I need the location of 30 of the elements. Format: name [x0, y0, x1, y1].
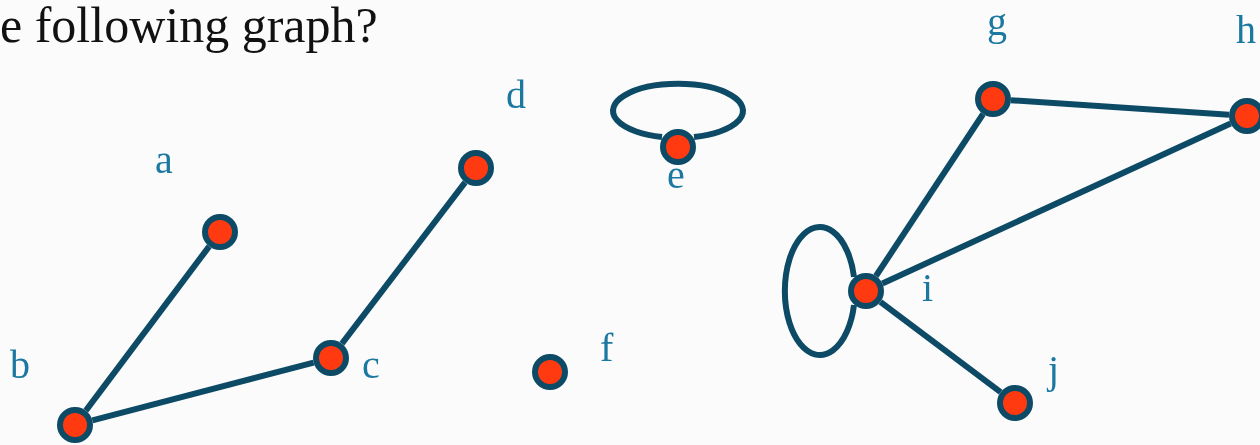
vertex-label: i: [922, 268, 934, 308]
vertex-dot: [997, 385, 1033, 421]
vertex-label: h: [1236, 10, 1256, 50]
vertex-label: f: [600, 328, 614, 368]
self-loop-edge: [610, 80, 746, 140]
vertex-dot: [458, 150, 494, 186]
title: e following graph?: [0, 0, 378, 54]
graph-edge: [881, 120, 1232, 287]
graph-edge: [83, 244, 212, 413]
vertex-label: a: [155, 140, 173, 180]
graph-edge: [91, 359, 315, 424]
vertex-label: j: [1048, 350, 1060, 390]
vertex-dot: [202, 214, 238, 250]
graph-edge: [1010, 97, 1230, 118]
self-loop-edge: [781, 224, 857, 358]
vertex-dot: [660, 129, 696, 165]
vertex-dot: [57, 407, 93, 443]
vertex-dot: [1229, 98, 1260, 134]
vertex-label: b: [10, 345, 30, 385]
graph-edge: [339, 180, 468, 346]
vertex-label: d: [506, 75, 526, 115]
vertex-dot: [313, 340, 349, 376]
vertex-dot: [975, 81, 1011, 117]
graph-edge: [873, 112, 986, 278]
vertex-dot: [848, 273, 884, 309]
vertex-label: e: [667, 155, 685, 195]
vertex-dot: [532, 354, 568, 390]
graph-edge: [878, 299, 1003, 395]
vertex-label: g: [987, 2, 1007, 42]
vertex-label: c: [362, 345, 380, 385]
